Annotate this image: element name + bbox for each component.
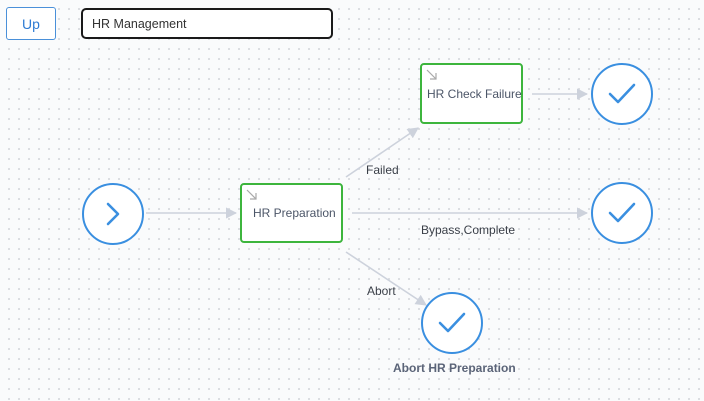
start-node[interactable] [82,183,144,245]
end-node-abort[interactable] [421,292,483,354]
end-node-check-failure[interactable] [591,63,653,125]
edge-abort [345,251,427,306]
chevron-right-icon [106,202,120,226]
check-icon [608,202,636,223]
task-hr-preparation[interactable] [240,183,343,243]
arrow-down-right-icon [426,69,437,80]
edge-label-failed: Failed [366,163,399,177]
workflow-title-text: HR Management [92,16,187,31]
workflow-title: HR Management [81,8,333,39]
end-node-complete[interactable] [591,182,653,244]
edge-label-bypass-complete: Bypass,Complete [421,223,516,237]
task-label-hr-preparation: HR Preparation [253,206,336,220]
task-label-hr-check-failure: HR Check Failure [427,87,522,101]
task-hr-check-failure[interactable] [420,63,523,124]
arrow-down-right-icon [246,189,257,200]
check-icon [438,312,466,333]
end-node-abort-caption: Abort HR Preparation [393,361,516,375]
edge-label-abort: Abort [367,284,396,298]
up-button[interactable]: Up [6,7,56,40]
check-icon [608,83,636,104]
edge-failed [345,127,419,178]
